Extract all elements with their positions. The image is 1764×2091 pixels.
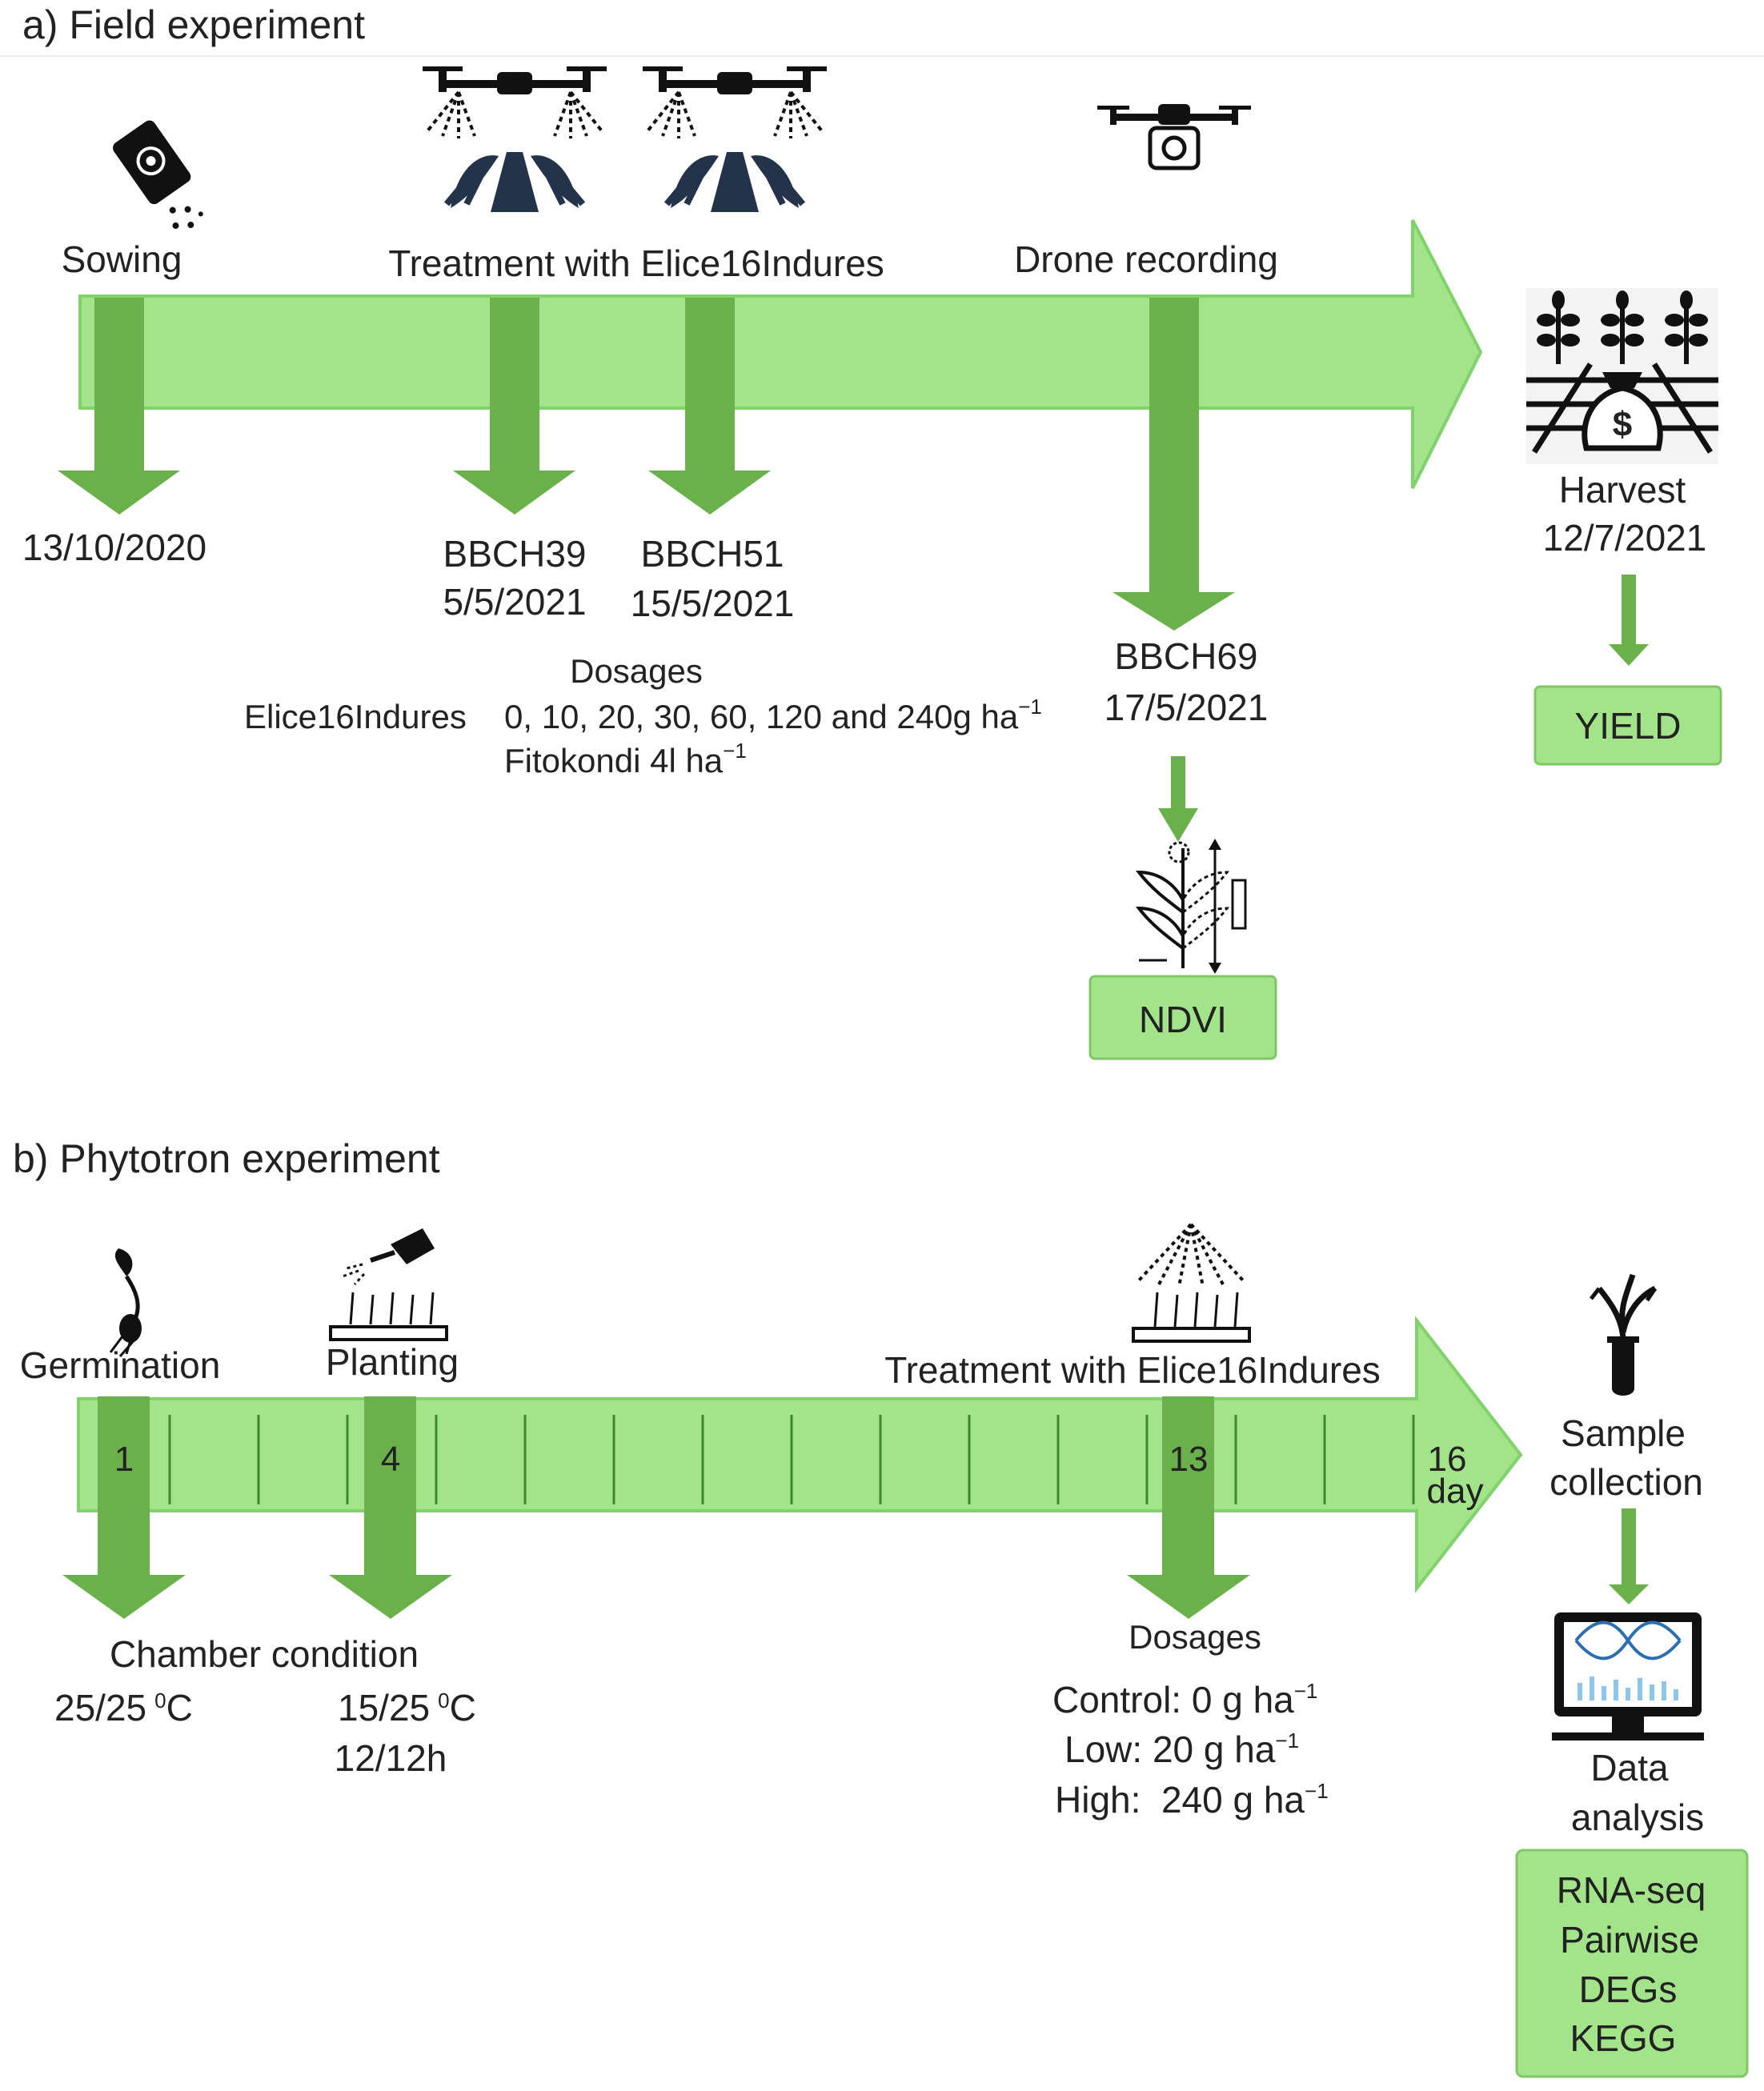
analysis-method-rna-seq: RNA-seq [1557,1869,1706,1911]
unit-exponent: −1 [1305,1779,1329,1803]
field-dosage-values: 0, 10, 20, 30, 60, 120 and 240g ha−1 [504,695,1042,735]
dosage-control: Control: 0 g ha−1 [1052,1679,1317,1720]
chamber-photoperiod: 12/12h [335,1737,447,1779]
bbch39-down-arrow [453,298,575,515]
sprouting-seed-icon [109,1248,142,1357]
bbch51-date: 15/5/2021 [631,583,795,624]
ndvi-box [1088,975,1277,1060]
field-dosage-values-text: 0, 10, 20, 30, 60, 120 and 240g ha [504,698,1019,735]
dosage-low-text: Low: 20 g ha [1064,1728,1276,1770]
treatment-down-arrow [1127,1396,1250,1619]
harvest-label: Harvest [1559,469,1686,511]
bbch69-date: 17/5/2021 [1105,687,1269,728]
bbch69-down-arrow [1113,298,1235,631]
analysis-method-degs: DEGs [1579,1969,1678,2010]
day-1-label: 1 [114,1440,134,1479]
sprayer-icon [1132,1223,1251,1343]
dosage-high-text: High: 240 g ha [1055,1779,1305,1821]
field-dosage-product-name: Elice16Indures [244,698,467,735]
unit-exponent: −1 [1275,1728,1299,1753]
treatment-label: Treatment with Elice16Indures [388,242,884,284]
analysis-methods-box [1515,1849,1749,2078]
phytotron-experiment-title: b) Phytotron experiment [13,1136,440,1181]
day-4-label: 4 [381,1440,400,1479]
analysis-down-arrow [1609,1508,1649,1604]
drone-camera-icon [1097,104,1251,170]
day-13-label: 13 [1169,1440,1209,1479]
dollar-sign: $ [1613,405,1632,444]
unit-exponent: −1 [1018,695,1042,719]
monitor-dna-icon [1552,1612,1704,1740]
chamber-temp-planting: 15/25 0C [338,1687,476,1728]
harvest-money-icon: $ [1526,288,1718,464]
chamber-condition-title: Chamber condition [110,1633,419,1675]
planting-label: Planting [326,1341,459,1383]
bbch39-date: 5/5/2021 [443,581,586,623]
sample-collection-line1: Sample [1561,1412,1686,1454]
planting-down-arrow [329,1396,452,1619]
seed-bag-icon [113,120,203,230]
sowing-date: 13/10/2020 [22,527,206,568]
dosage-high: High: 240 g ha−1 [1055,1779,1329,1821]
watering-can-icon [329,1228,448,1341]
phytotron-timeline-arrow [77,1316,1523,1593]
celsius-unit: C [166,1687,193,1728]
field-dosages-title: Dosages [570,652,703,690]
unit-exponent: −1 [723,739,747,763]
yield-down-arrow [1609,575,1649,666]
ndvi-box-label: NDVI [1139,999,1227,1040]
day-unit-label: day [1427,1472,1484,1511]
day-16-label: 16 [1428,1440,1467,1479]
germination-down-arrow [62,1396,186,1619]
phytotron-experiment-section: b) Phytotron experiment [13,1136,1749,2078]
sowing-down-arrow [58,298,180,515]
field-experiment-section: a) Field experiment [0,2,1764,1060]
unit-exponent: −1 [1294,1679,1318,1703]
drone-sprayer-icon [643,66,827,212]
test-tube-plant-icon [1590,1273,1658,1396]
data-analysis-line2: analysis [1571,1797,1704,1838]
yield-box-label: YIELD [1575,705,1682,747]
degree-sign: 0 [154,1688,166,1712]
chamber-temp-germination: 25/25 0C [54,1687,193,1728]
dosage-control-text: Control: 0 g ha [1052,1679,1294,1720]
fitokondi-text: Fitokondi 4l ha [504,742,724,779]
degree-sign: 0 [438,1688,449,1712]
drone-recording-label: Drone recording [1014,238,1278,280]
analysis-method-kegg: KEGG [1570,2017,1677,2059]
temp-value: 25/25 [54,1687,146,1728]
sample-collection-line2: collection [1550,1461,1703,1503]
phytotron-treatment-label: Treatment with Elice16Indures [884,1349,1381,1391]
drone-sprayer-icon [423,66,607,212]
field-dosage-fitokondi: Fitokondi 4l ha−1 [504,739,747,779]
germination-label: Germination [20,1344,221,1386]
bbch51-down-arrow [648,298,771,515]
field-timeline-arrow [78,219,1483,489]
analysis-method-pairwise: Pairwise [1560,1919,1699,1961]
harvest-date: 12/7/2021 [1543,517,1707,559]
bbch69-stage: BBCH69 [1115,635,1258,677]
day-tick-marks [168,1415,1415,1504]
dosage-low: Low: 20 g ha−1 [1064,1728,1299,1770]
plant-measurement-icon [1135,839,1247,974]
temp-value: 15/25 [338,1687,430,1728]
data-analysis-line1: Data [1590,1747,1669,1789]
phytotron-dosages-title: Dosages [1129,1618,1261,1656]
field-experiment-title: a) Field experiment [22,2,365,47]
yield-box [1533,685,1722,766]
bbch51-stage: BBCH51 [641,533,784,575]
sowing-label: Sowing [62,238,182,280]
ndvi-down-arrow [1158,756,1198,842]
celsius-unit: C [450,1687,476,1728]
bbch39-stage: BBCH39 [443,533,587,575]
